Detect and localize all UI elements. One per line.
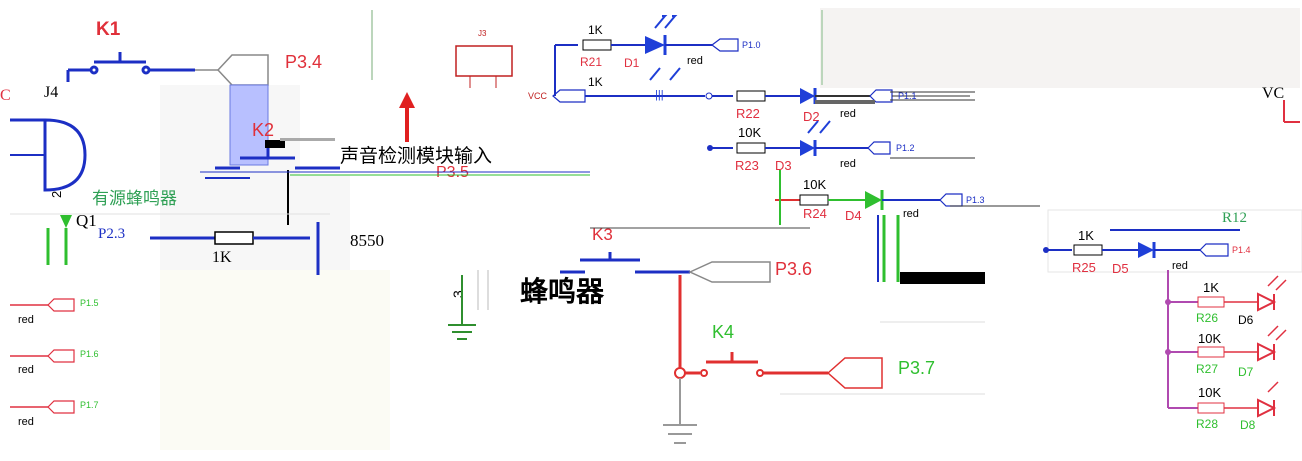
d7-left-color: red (18, 364, 34, 376)
j3-label: J3 (478, 29, 487, 38)
r24-label: R24 (803, 206, 827, 221)
k4-label: K4 (712, 322, 734, 342)
k2-switch (205, 148, 340, 179)
r22-label: R22 (736, 106, 760, 121)
buzzer-label: 蜂鸣器 (520, 275, 605, 307)
led-d6-row (1197, 275, 1287, 312)
p11-label: P1.1 (898, 91, 917, 101)
r21-value: 1K (588, 23, 603, 37)
pin3-label: 3 (450, 290, 466, 298)
p17-label: P1.7 (80, 400, 99, 410)
p12-label: P1.2 (896, 143, 915, 153)
d7-label: D7 (1238, 365, 1254, 379)
pin2-label: 2 (49, 191, 64, 198)
led-d8-row (1197, 381, 1279, 418)
k2-label: K2 (252, 120, 274, 140)
sound-input-label: 声音检测模块输入 (340, 145, 492, 167)
r22-value: 1K (588, 75, 603, 89)
r12-label: R12 (1222, 210, 1247, 226)
d8-label: D8 (1240, 418, 1256, 432)
d6-label: D6 (1238, 313, 1254, 327)
k3-label: K3 (592, 225, 613, 244)
active-buzzer-label: 有源蜂鸣器 (92, 189, 177, 208)
ground-symbol-bottom (663, 378, 697, 444)
port-p17-row (10, 400, 75, 414)
p13-label: P1.3 (966, 195, 985, 205)
p36-label: P3.6 (775, 259, 812, 279)
r26-label: R26 (1196, 311, 1218, 325)
d1-label: D1 (624, 56, 640, 70)
led-d3-row (707, 120, 891, 156)
d8-left-color: red (18, 416, 34, 428)
d3-label: D3 (775, 158, 792, 173)
p16-label: P1.6 (80, 349, 99, 359)
j4-label: J4 (44, 84, 58, 101)
q1-label: Q1 (76, 211, 97, 230)
d3-color-label: red (840, 158, 856, 170)
led-d1-row (555, 15, 739, 55)
purple-bus (1167, 270, 1198, 409)
r25-value: 1K (1078, 228, 1094, 243)
vcc-left-label: C (0, 87, 11, 104)
k1-label: K1 (96, 19, 121, 40)
glitch-wires (10, 91, 1040, 395)
d1-color-label: red (687, 55, 703, 67)
transistor-label: 8550 (350, 231, 384, 250)
glitch-black-band (900, 272, 985, 284)
k2-handle (265, 140, 285, 148)
p23-label: P2.3 (98, 226, 125, 242)
led-d4-row (775, 170, 963, 282)
d-ghost-marks: ||| (655, 89, 664, 101)
k3-switch (560, 252, 690, 274)
base-resistor (150, 231, 310, 245)
p36-port (688, 261, 771, 283)
p34-port (216, 54, 269, 166)
background-panels (0, 8, 1302, 450)
d4-color-label: red (903, 208, 919, 220)
d5-label: D5 (1112, 261, 1129, 276)
j3-connector (455, 45, 513, 88)
vcc-mid-label: VCC (528, 91, 548, 101)
r25-label: R25 (1072, 260, 1096, 275)
d2-color-label: red (840, 108, 856, 120)
r28-label: R28 (1196, 417, 1218, 431)
p37-port (826, 357, 883, 389)
p37-label: P3.7 (898, 358, 935, 378)
sound-input-arrow (399, 92, 415, 142)
ground-symbol-left (448, 275, 476, 340)
led-d2-row (712, 88, 970, 104)
d4-label: D4 (845, 208, 862, 223)
k1-switch (66, 52, 218, 82)
r24-value: 10K (803, 177, 826, 192)
base-resistor-value: 1K (212, 249, 232, 266)
vcc-right-label: VC (1262, 85, 1284, 102)
port-p16-row (10, 349, 75, 363)
port-p15-row (10, 298, 75, 312)
p10-label: P1.0 (742, 40, 761, 50)
q1-transistor (46, 215, 72, 265)
r28-value: 10K (1198, 385, 1221, 400)
r26-value: 1K (1203, 280, 1219, 295)
r23-value: 10K (738, 125, 761, 140)
d5-color-label: red (1172, 260, 1188, 272)
r27-value: 10K (1198, 331, 1221, 346)
j4-connector (10, 118, 87, 192)
p15-label: P1.5 (80, 298, 99, 308)
annotation-bar (280, 138, 335, 141)
led-d7-row (1197, 325, 1287, 362)
p34-label: P3.4 (285, 52, 322, 72)
d2-label: D2 (803, 109, 820, 124)
r23-label: R23 (735, 158, 759, 173)
r21-label: R21 (580, 55, 602, 69)
p14-label: P1.4 (1232, 245, 1251, 255)
r27-label: R27 (1196, 362, 1218, 376)
led-d5-row (1043, 229, 1240, 258)
d6-left-color: red (18, 314, 34, 326)
k4-circuit (678, 275, 828, 375)
